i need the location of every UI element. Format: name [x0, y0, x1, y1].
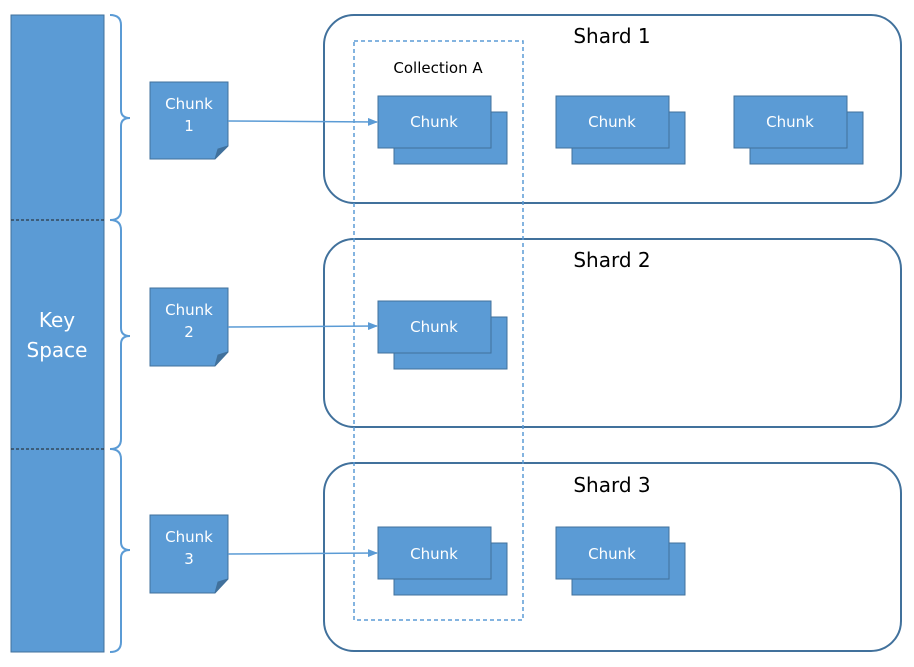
chunk-stack-front	[377, 95, 492, 149]
key-chunk-1-line2: 1	[184, 117, 194, 135]
chunk-label: Chunk	[410, 545, 458, 563]
brace-range-2	[109, 219, 131, 450]
arrow-chunk-2-to-shard-2	[227, 322, 378, 331]
key-chunk-3-line2: 3	[184, 550, 194, 568]
chunk-label: Chunk	[410, 318, 458, 336]
range-braces	[109, 14, 131, 653]
key-space-bar: Key Space	[10, 14, 105, 653]
shard-1-chunk-1: Chunk	[377, 95, 508, 165]
chunk-arrows	[227, 117, 378, 558]
collection-a-boundary	[353, 40, 524, 621]
key-chunk-2-line2: 2	[184, 323, 194, 341]
chunk-doc-fold	[214, 351, 229, 367]
key-chunk-3-line1: Chunk	[165, 528, 213, 546]
shard-3-label: Shard 3	[573, 473, 650, 497]
brace-range-3	[109, 448, 131, 653]
key-chunk-2: Chunk 2	[149, 287, 229, 367]
brace-range-1	[109, 14, 131, 221]
chunk-label: Chunk	[766, 113, 814, 131]
key-space-label-line1: Key	[39, 308, 75, 332]
key-chunk-1-line1: Chunk	[165, 95, 213, 113]
shard-3: Shard 3	[323, 462, 902, 652]
shard-3-chunk-1: Chunk	[377, 526, 508, 596]
chunk-doc-fold	[214, 145, 229, 160]
key-chunk-2-line1: Chunk	[165, 301, 213, 319]
arrow-chunk-1-to-shard-1	[227, 117, 378, 126]
collection-a: Collection A	[353, 40, 524, 621]
shard-2-label: Shard 2	[573, 248, 650, 272]
shard-1: Shard 1	[323, 14, 902, 204]
chunk-label: Chunk	[410, 113, 458, 131]
shard-3-chunk-2: Chunk	[555, 526, 686, 596]
shard-1-chunk-3: Chunk	[733, 95, 864, 165]
shard-1-container	[323, 14, 902, 204]
chunk-label: Chunk	[588, 113, 636, 131]
chunk-stack-front	[555, 526, 670, 580]
chunk-stack-front	[733, 95, 848, 149]
key-chunk-1: Chunk 1	[149, 81, 229, 160]
chunk-label: Chunk	[588, 545, 636, 563]
key-space-rect	[10, 14, 105, 653]
chunk-doc-fold	[214, 578, 229, 594]
shard-2: Shard 2	[323, 238, 902, 428]
shard-2-container	[323, 238, 902, 428]
key-chunk-3: Chunk 3	[149, 514, 229, 594]
shard-1-chunk-2: Chunk	[555, 95, 686, 165]
collection-a-label: Collection A	[393, 59, 483, 77]
shard-2-chunk-1: Chunk	[377, 300, 508, 370]
chunk-stack-front	[377, 526, 492, 580]
shard-1-label: Shard 1	[573, 24, 650, 48]
chunk-stack-front	[555, 95, 670, 149]
shard-3-container	[323, 462, 902, 652]
key-space-label-line2: Space	[27, 338, 88, 362]
chunk-stack-front	[377, 300, 492, 354]
arrow-chunk-3-to-shard-3	[227, 549, 378, 558]
